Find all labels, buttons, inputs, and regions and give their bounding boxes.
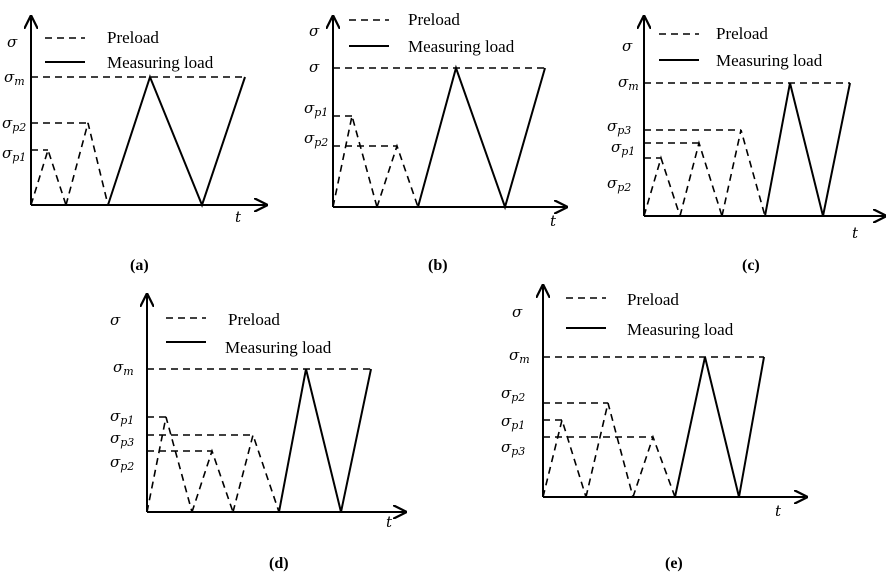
panel-caption: (c) <box>742 257 760 274</box>
level-label: σp1 <box>501 412 525 432</box>
preload-cycle-3 <box>721 129 766 217</box>
axis-sigma-label: σ <box>512 303 523 321</box>
preload-cycle-1 <box>643 155 681 217</box>
preload-cycle-3 <box>632 434 676 498</box>
preload-cycle-2 <box>65 122 109 206</box>
legend-preload-label: Preload <box>627 290 679 309</box>
measuring-load-curve <box>278 368 372 513</box>
legend-measuring-label: Measuring load <box>627 320 734 339</box>
panel-d: σ t Preload Measuring load σm σp1 σp3 σp… <box>110 296 404 572</box>
level-label: σm <box>4 68 25 88</box>
panel-caption: (e) <box>665 555 683 572</box>
measuring-load-curve <box>674 356 765 498</box>
legend-preload-label: Preload <box>716 24 768 43</box>
level-label: σp1 <box>110 407 134 427</box>
axis-sigma-label: σ <box>622 37 633 55</box>
legend-preload-label: Preload <box>107 28 159 47</box>
preload-cycle-2 <box>376 143 419 208</box>
level-label: σp2 <box>2 114 26 134</box>
panel-caption: (d) <box>269 555 289 572</box>
level-label: σ <box>309 58 320 76</box>
panel-b: σ t Preload Measuring load σ σp1 σp2 (b) <box>304 10 565 274</box>
level-label: σp2 <box>304 129 328 149</box>
level-label: σm <box>509 346 530 366</box>
panel-a: σ t Preload Measuring load σm σp2 σp1 (a… <box>2 18 265 274</box>
panel-e: σ t Preload Measuring load σm σp2 σp1 σp… <box>501 287 805 572</box>
level-label: σp1 <box>611 138 635 158</box>
level-label: σp1 <box>2 144 26 164</box>
preload-cycle-3 <box>232 432 280 513</box>
legend-measuring-label: Measuring load <box>225 338 332 357</box>
preload-cycle-2 <box>191 448 234 513</box>
axis-t-label: t <box>550 212 557 230</box>
legend-measuring-label: Measuring load <box>716 51 823 70</box>
preload-cycle-1 <box>542 417 587 498</box>
level-label: σp2 <box>501 384 525 404</box>
axis-t-label: t <box>235 208 242 226</box>
level-label: σp2 <box>607 174 631 194</box>
measuring-load-curve <box>107 74 246 208</box>
preload-cycle-1 <box>146 416 193 513</box>
legend-measuring-label: Measuring load <box>408 37 515 56</box>
legend-preload-label: Preload <box>408 10 460 29</box>
preload-cycle-1 <box>332 115 378 208</box>
level-label: σp2 <box>110 453 134 473</box>
level-label: σp3 <box>110 429 134 449</box>
preload-cycle-2 <box>585 402 634 498</box>
panel-c: σ t Preload Measuring load σm σp3 σp1 σp… <box>607 18 884 274</box>
legend-preload-label: Preload <box>228 310 280 329</box>
measuring-load-curve <box>417 64 546 211</box>
level-label: σp1 <box>304 99 328 119</box>
preload-cycle-2 <box>679 140 723 217</box>
axis-sigma-label: σ <box>110 311 121 329</box>
panel-caption: (b) <box>428 257 448 274</box>
measuring-load-curve <box>764 82 851 217</box>
legend-measuring-label: Measuring load <box>107 53 214 72</box>
axis-t-label: t <box>852 224 859 242</box>
axis-sigma-label: σ <box>7 33 18 51</box>
level-label: σm <box>113 358 134 378</box>
level-label: σp3 <box>501 438 525 458</box>
axis-t-label: t <box>386 513 393 531</box>
level-label: σm <box>618 73 639 93</box>
axis-sigma-label: σ <box>309 22 320 40</box>
level-label: σp3 <box>607 117 631 137</box>
preload-cycle-1 <box>30 147 67 206</box>
axis-t-label: t <box>775 502 782 520</box>
panel-caption: (a) <box>130 257 149 274</box>
